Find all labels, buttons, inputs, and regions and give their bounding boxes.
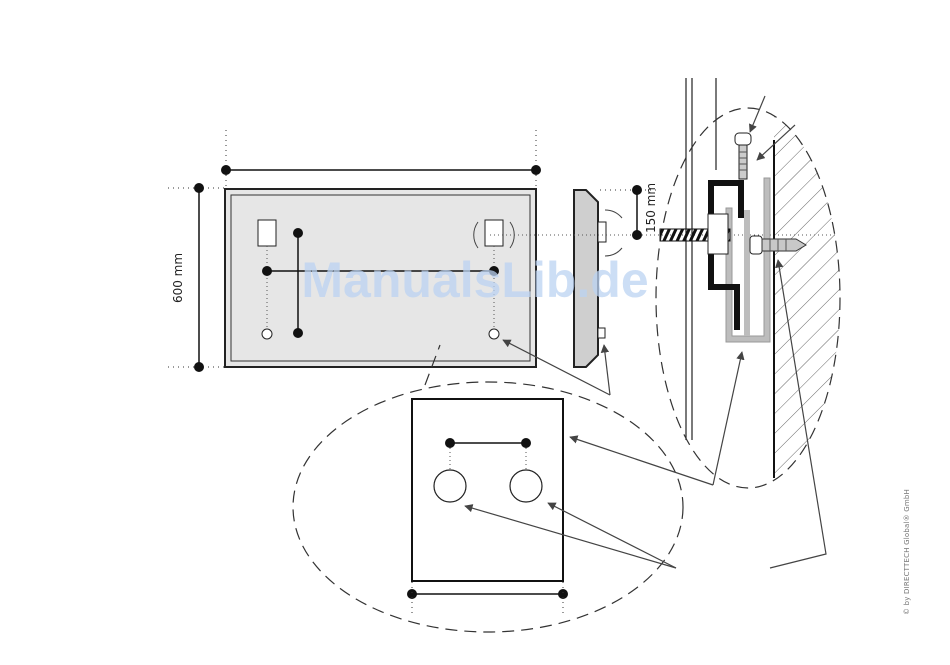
anchor-dot <box>445 438 455 448</box>
bolt-spacer <box>708 214 728 254</box>
wall-bracket-strip <box>744 210 750 336</box>
wall-section-detail <box>656 78 854 500</box>
anchor-dot <box>293 228 303 238</box>
dimension-dot <box>221 165 231 175</box>
large-hole <box>434 470 466 502</box>
side-bracket <box>598 328 605 338</box>
anchor-dot <box>293 328 303 338</box>
copyright: © by DIRECTTECH Global® GmbH <box>903 489 911 615</box>
mount-pad <box>485 220 503 246</box>
anchor-dot <box>262 266 272 276</box>
anchor-head <box>750 236 762 254</box>
anchor-dot <box>521 438 531 448</box>
mount-pad <box>258 220 276 246</box>
top-screw-shaft <box>739 145 747 179</box>
leader-line <box>604 345 610 395</box>
rotation-arc <box>605 210 622 218</box>
dimension-dot <box>531 165 541 175</box>
screw-hole <box>489 329 499 339</box>
wall-anchor <box>762 239 806 251</box>
offset-label: 150 mm <box>644 183 658 233</box>
watermark: ManualsLib.de <box>301 252 648 308</box>
leader-line <box>750 96 765 132</box>
top-screw-head <box>735 133 751 145</box>
wall-hatch <box>774 100 854 500</box>
bracket-detail <box>293 345 683 632</box>
dimension-dot <box>632 230 642 240</box>
height-label: 600 mm <box>171 253 185 303</box>
leader-line <box>713 352 742 485</box>
dimension-dot <box>194 183 204 193</box>
dimension-dot <box>194 362 204 372</box>
side-bracket <box>598 222 606 242</box>
dimension-dot <box>632 185 642 195</box>
large-hole <box>510 470 542 502</box>
screw-hole <box>262 329 272 339</box>
front-view: 600 mm <box>168 130 541 372</box>
leader-line <box>570 437 713 485</box>
